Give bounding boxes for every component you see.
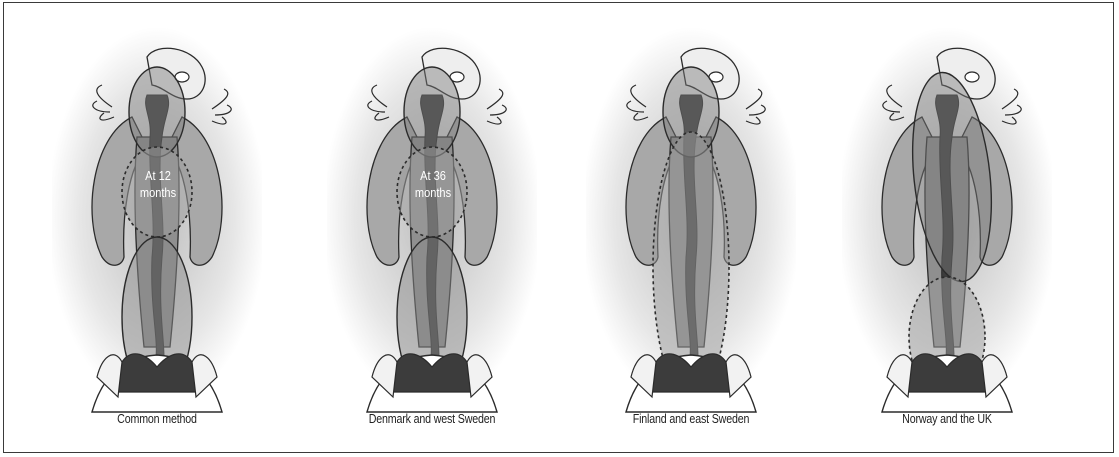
figure-frame: At 12 months Common method — [3, 2, 1114, 453]
lip-repair-zone — [404, 67, 460, 157]
age-label: At 12 months — [120, 167, 197, 201]
palate-illustration — [842, 17, 1052, 417]
diagram-panel-common-method: At 12 months — [52, 17, 262, 437]
age-label-line2: months — [395, 184, 472, 201]
age-label-line1: At 36 — [395, 167, 472, 184]
caption-finland-east-sweden: Finland and east Sweden — [584, 411, 797, 426]
caption-denmark-west-sweden: Denmark and west Sweden — [325, 411, 538, 426]
caption-norway-uk: Norway and the UK — [840, 411, 1053, 426]
lip-repair-zone — [129, 67, 185, 157]
age-label-line1: At 12 — [120, 167, 197, 184]
diagram-panel-denmark-west-sweden: At 36 months — [327, 17, 537, 437]
caption-common-method: Common method — [50, 411, 263, 426]
diagram-panel-finland-east-sweden — [586, 17, 796, 437]
palate-illustration — [586, 17, 796, 417]
diagram-panel-norway-uk — [842, 17, 1052, 437]
age-label-line2: months — [120, 184, 197, 201]
nostril — [965, 72, 979, 82]
palate-illustration — [327, 17, 537, 417]
age-label: At 36 months — [395, 167, 472, 201]
palate-illustration — [52, 17, 262, 417]
